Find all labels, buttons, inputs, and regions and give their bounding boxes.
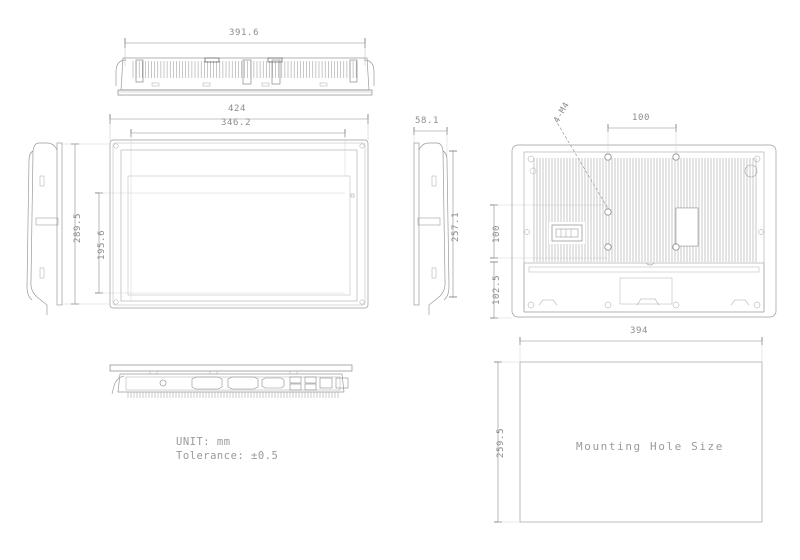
front-view-height-extension [62,143,110,305]
dim-front-289-5: 289.5 [73,212,83,243]
mounting-hole-size-label: Mounting Hole Size [576,440,725,453]
right-side-view-geometry [413,142,450,315]
dim-front-346-2: 346.2 [221,118,252,128]
dim-rear-100-horizontal: 100 [632,113,651,123]
top-view-geometry [115,38,375,96]
dim-rear-102-5: 102.5 [492,274,502,305]
left-side-view-geometry [26,142,63,315]
dim-top-391-6: 391.6 [229,28,260,38]
unit-note: UNIT: mm [176,436,231,448]
front-view-geometry [109,139,369,309]
dim-mounting-394: 394 [630,326,649,336]
dim-front-424: 424 [228,104,247,114]
dim-rear-100-vertical: 100 [492,224,502,243]
dim-side-257-1: 257.1 [451,211,461,242]
tolerance-note: Tolerance: ±0.5 [176,450,279,462]
dim-side-58-1: 58.1 [415,116,440,126]
mounting-hole-view-dimensions [494,337,763,523]
dim-mounting-259-5: 259.5 [496,427,506,458]
front-view-dimensions [71,114,369,305]
right-side-view-dimensions [413,127,457,298]
mounting-hole-view-geometry [519,361,763,523]
bottom-io-view-geometry [109,364,353,395]
dim-front-195-6: 195.6 [97,229,107,260]
